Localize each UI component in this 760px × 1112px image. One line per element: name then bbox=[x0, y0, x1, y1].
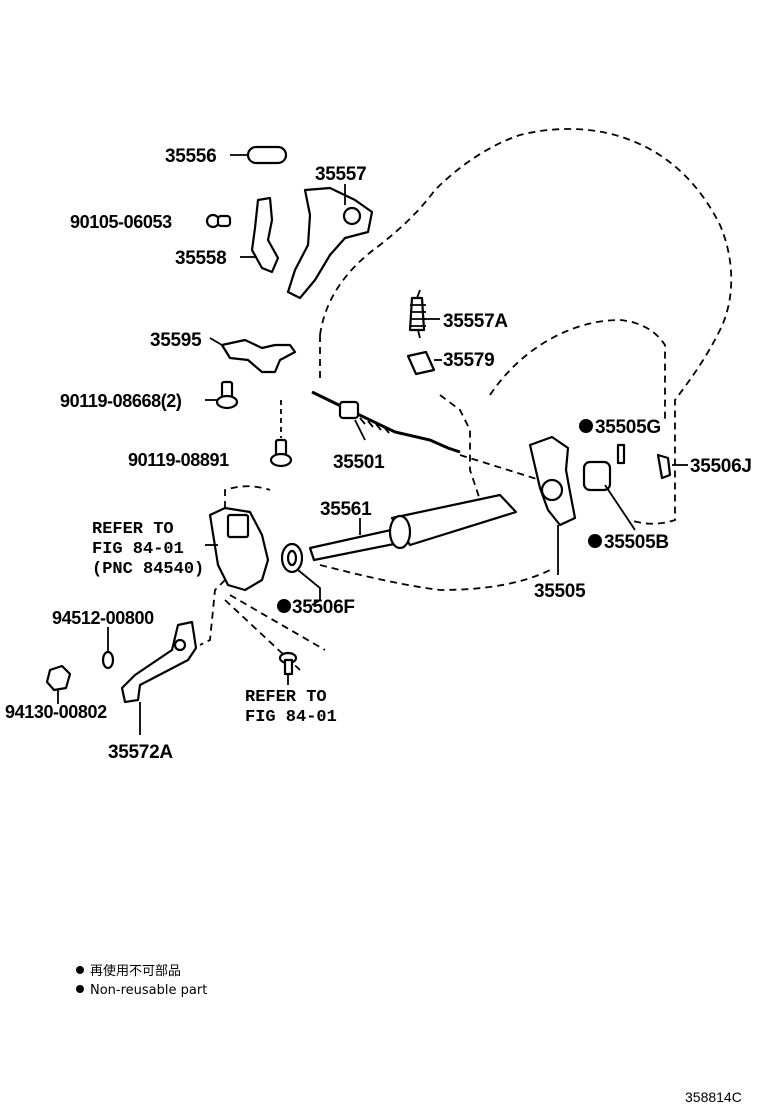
label-35557: 35557 bbox=[315, 164, 366, 185]
bell-housing-arc bbox=[489, 319, 666, 420]
non-reusable-mark-35506F bbox=[277, 599, 291, 613]
part-35558-bracket[interactable] bbox=[240, 196, 280, 274]
label-35561: 35561 bbox=[320, 499, 372, 520]
label-90119-08668: 90119-08668(2) bbox=[60, 391, 182, 411]
label-35501: 35501 bbox=[333, 452, 385, 473]
part-35561-shaft[interactable] bbox=[308, 493, 518, 562]
label-90119-08891: 90119-08891 bbox=[128, 450, 229, 470]
part-35506J-clip[interactable] bbox=[656, 453, 688, 480]
label-35558: 35558 bbox=[175, 248, 226, 269]
refer1-line1: REFER TO bbox=[92, 520, 174, 539]
part-35505-lever[interactable] bbox=[528, 435, 577, 575]
label-35505B: 35505B bbox=[604, 532, 669, 553]
label-35557A: 35557A bbox=[443, 311, 508, 332]
label-35506J: 35506J bbox=[690, 456, 752, 477]
neutral-start-switch[interactable] bbox=[205, 506, 270, 592]
refer2-line2: FIG 84-01 bbox=[245, 708, 337, 727]
part-94512-00800-washer[interactable] bbox=[101, 627, 115, 670]
part-94130-00802-nut[interactable] bbox=[45, 664, 72, 704]
part-35556-pin[interactable] bbox=[230, 145, 288, 165]
shaft-guide-dashed bbox=[199, 454, 541, 671]
legend-en: Non-reusable part bbox=[90, 983, 207, 998]
part-35501-cable[interactable] bbox=[311, 390, 461, 454]
part-90119-08891-bolt[interactable] bbox=[269, 400, 293, 468]
label-35505G: 35505G bbox=[595, 417, 661, 438]
switch-bolt[interactable] bbox=[278, 651, 298, 685]
label-35579: 35579 bbox=[443, 350, 494, 371]
part-35579-plug[interactable] bbox=[406, 350, 442, 376]
legend-bullet-en bbox=[76, 985, 84, 993]
legend-bullet-jp bbox=[76, 966, 84, 974]
non-reusable-mark-35505B bbox=[588, 534, 602, 548]
legend-jp: 再使用不可部品 bbox=[90, 963, 181, 979]
refer1-line2: FIG 84-01 bbox=[92, 540, 184, 559]
refer2-line1: REFER TO bbox=[245, 688, 327, 707]
part-35505G-pin[interactable] bbox=[616, 443, 626, 465]
part-35506F-oil-seal[interactable] bbox=[280, 542, 321, 606]
part-90105-06053-bolt[interactable] bbox=[205, 213, 232, 229]
part-35557A-spring[interactable] bbox=[408, 289, 440, 339]
refer1-line3: (PNC 84540) bbox=[92, 560, 204, 579]
part-35557-lever[interactable] bbox=[286, 184, 374, 300]
label-94512-00800: 94512-00800 bbox=[52, 608, 154, 628]
label-35572A: 35572A bbox=[108, 742, 173, 763]
part-90119-08668-bolt[interactable] bbox=[205, 380, 239, 410]
diagram-code: 358814C bbox=[685, 1089, 742, 1105]
label-35505: 35505 bbox=[534, 581, 586, 602]
part-35572A-lever[interactable] bbox=[120, 620, 198, 735]
part-35505B-bushing[interactable] bbox=[582, 460, 636, 531]
label-90105-06053: 90105-06053 bbox=[70, 212, 172, 232]
label-35595: 35595 bbox=[150, 330, 202, 351]
label-94130-00802: 94130-00802 bbox=[5, 702, 107, 722]
label-35556: 35556 bbox=[165, 146, 216, 167]
part-35595-bracket[interactable] bbox=[209, 337, 297, 374]
label-35506F: 35506F bbox=[292, 597, 355, 618]
non-reusable-mark-35505G bbox=[579, 419, 593, 433]
